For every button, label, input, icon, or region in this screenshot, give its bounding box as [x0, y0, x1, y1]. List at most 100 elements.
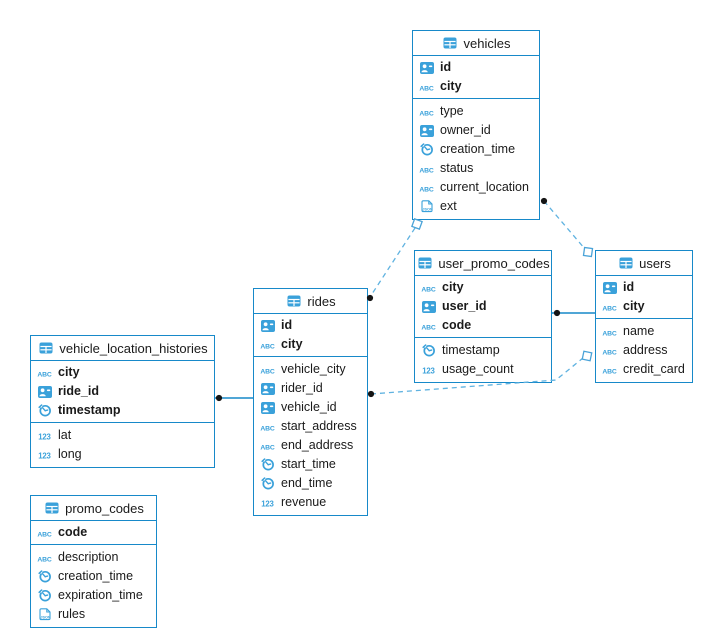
svg-text:ABC: ABC	[419, 85, 433, 92]
column-row: ABC name	[596, 322, 692, 341]
svg-text:ABC: ABC	[421, 286, 435, 293]
column-name: city	[281, 337, 303, 352]
string-type-icon: ABC	[420, 282, 437, 294]
svg-text:ABC: ABC	[421, 324, 435, 331]
string-type-icon: ABC	[259, 421, 276, 433]
column-name: end_time	[281, 476, 333, 491]
uuid-type-icon	[259, 382, 276, 395]
table-header: rides	[254, 289, 367, 314]
string-type-icon: ABC	[601, 345, 618, 357]
column-name: ride_id	[58, 384, 99, 399]
column-row: start_time	[254, 455, 367, 474]
table-name: user_promo_codes	[438, 255, 550, 271]
uuid-type-icon	[418, 61, 435, 74]
column-row: ABC end_address	[254, 436, 367, 455]
table-header: users	[596, 251, 692, 276]
datetime-type-icon	[259, 477, 276, 490]
table-name: users	[639, 255, 671, 271]
number-type-icon: 123	[420, 364, 437, 376]
column-name: type	[440, 104, 464, 119]
column-name: status	[440, 161, 474, 176]
relation-marker-dot	[367, 390, 375, 398]
string-type-icon: ABC	[418, 182, 435, 194]
json-type-icon: JSON	[418, 200, 435, 213]
svg-text:JSON: JSON	[40, 616, 51, 620]
column-row: vehicle_id	[254, 398, 367, 417]
datetime-type-icon	[418, 143, 435, 156]
string-type-icon: ABC	[418, 106, 435, 118]
column-name: creation_time	[58, 569, 134, 584]
column-name: start_time	[281, 457, 336, 472]
string-type-icon: ABC	[601, 301, 618, 313]
svg-text:123: 123	[38, 451, 51, 460]
string-type-icon: ABC	[601, 326, 618, 338]
column-row: timestamp	[31, 401, 214, 420]
column-name: id	[440, 60, 452, 75]
table-icon	[37, 342, 54, 354]
table-icon	[442, 37, 459, 49]
string-type-icon: ABC	[601, 364, 618, 376]
table-icon	[416, 257, 433, 269]
column-name: rider_id	[281, 381, 323, 396]
uuid-type-icon	[418, 124, 435, 137]
string-type-icon: ABC	[418, 81, 435, 93]
column-name: expiration_time	[58, 588, 143, 603]
column-name: vehicle_id	[281, 400, 337, 415]
svg-text:123: 123	[261, 499, 274, 508]
string-type-icon: ABC	[259, 440, 276, 452]
relation-marker-dot	[215, 394, 223, 402]
number-type-icon: 123	[259, 497, 276, 509]
column-name: start_address	[281, 419, 357, 434]
svg-text:ABC: ABC	[419, 167, 433, 174]
column-name: city	[442, 280, 464, 295]
column-name: vehicle_city	[281, 362, 346, 377]
column-name: long	[58, 447, 82, 462]
table-header: promo_codes	[31, 496, 156, 521]
column-row: user_id	[415, 297, 551, 316]
svg-text:123: 123	[422, 366, 435, 375]
table-name: rides	[307, 293, 336, 309]
column-row: id	[413, 58, 539, 77]
column-name: code	[58, 525, 88, 540]
datetime-type-icon	[36, 404, 53, 417]
column-row: ABC city	[31, 363, 214, 382]
column-row: creation_time	[31, 567, 156, 586]
column-name: end_address	[281, 438, 354, 453]
number-type-icon: 123	[36, 430, 53, 442]
json-type-icon: JSON	[36, 608, 53, 621]
string-type-icon: ABC	[420, 320, 437, 332]
table-icon	[617, 257, 634, 269]
column-row: ride_id	[31, 382, 214, 401]
svg-text:ABC: ABC	[602, 330, 616, 337]
table-name: vehicle_location_histories	[59, 340, 208, 356]
table-header: vehicle_location_histories	[31, 336, 214, 361]
column-name: name	[623, 324, 655, 339]
column-row: id	[254, 316, 367, 335]
column-name: city	[58, 365, 80, 380]
datetime-type-icon	[420, 344, 437, 357]
relation-marker-square	[581, 350, 593, 362]
string-type-icon: ABC	[36, 367, 53, 379]
